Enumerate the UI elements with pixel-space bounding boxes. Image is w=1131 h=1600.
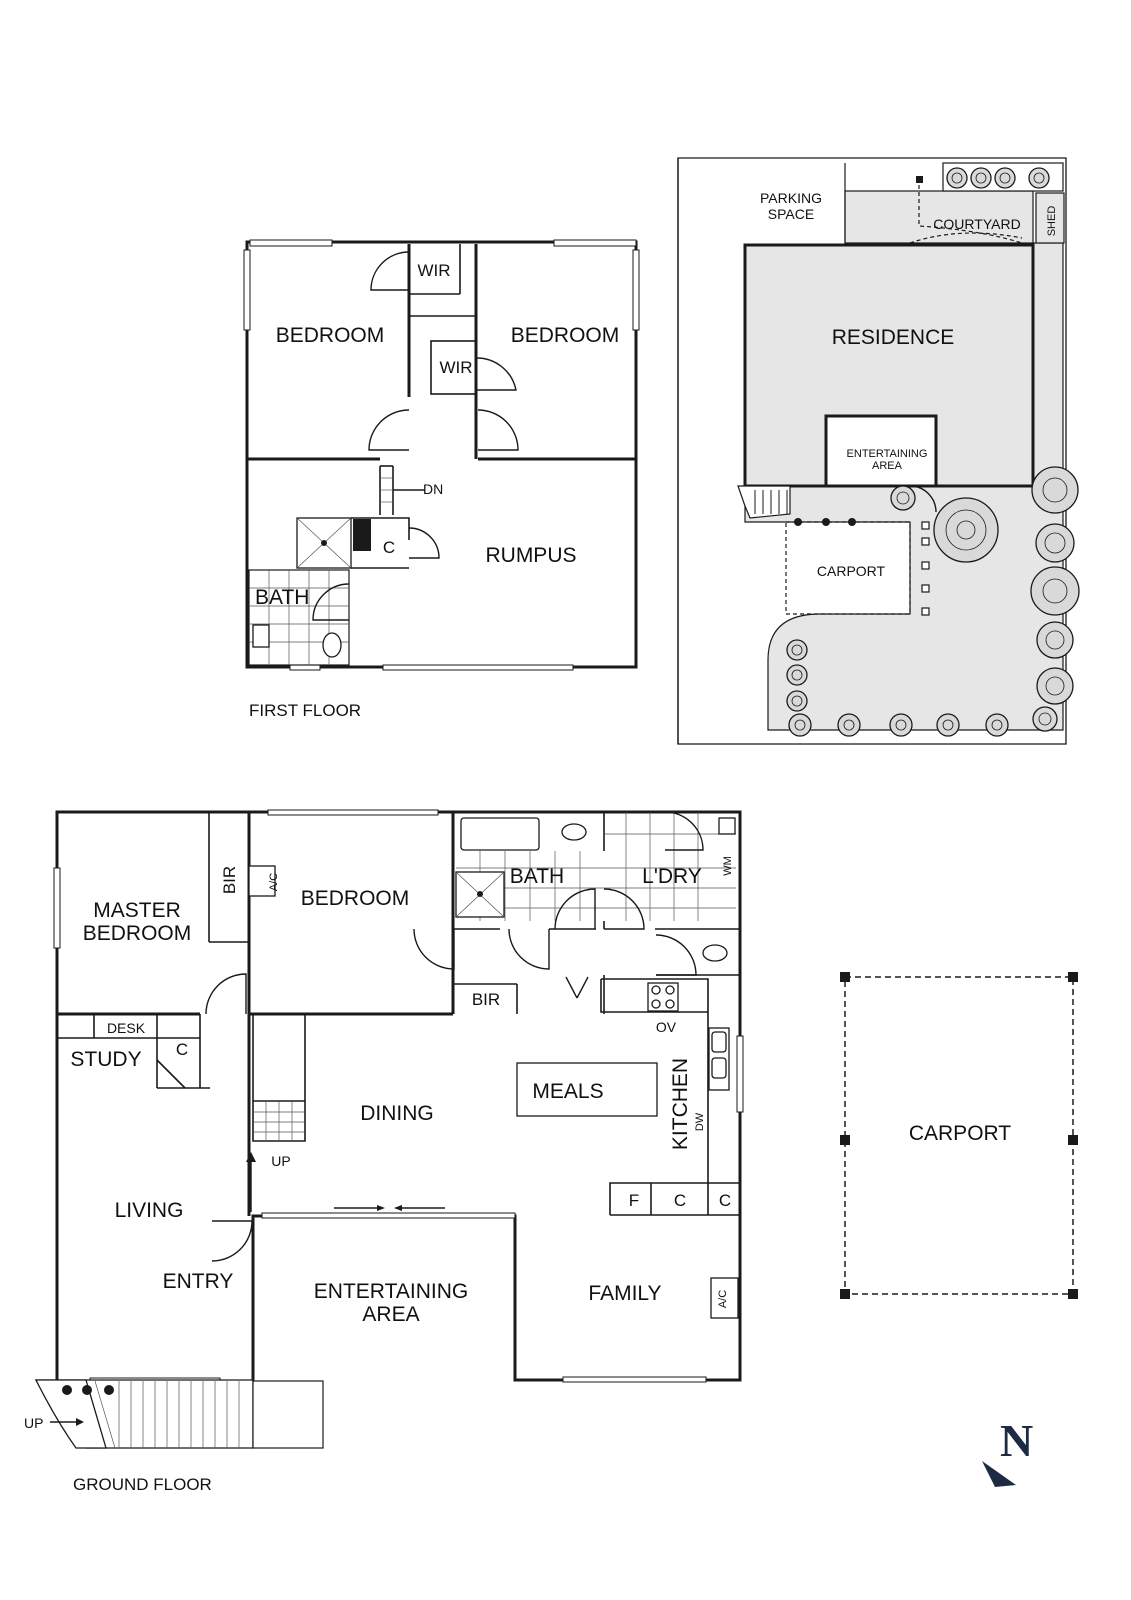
first-floor-plan: BEDROOM BEDROOM WIR WIR RUMPUS BATH C DN… <box>243 239 640 720</box>
room-label-family: FAMILY <box>588 1282 661 1305</box>
shed <box>1035 192 1065 244</box>
site-label-residence: RESIDENCE <box>832 326 955 349</box>
room-label-bedroom: BEDROOM <box>301 887 410 910</box>
room-label-kitchen: KITCHEN <box>669 1058 692 1150</box>
label-cupboard: C <box>674 1191 686 1210</box>
north-arrow: N <box>982 1415 1033 1487</box>
meals-island <box>516 1062 658 1117</box>
room-label-bedroom-right: BEDROOM <box>511 324 620 347</box>
toilet <box>702 944 728 962</box>
window <box>553 239 637 247</box>
ground-floor-caption: GROUND FLOOR <box>73 1475 212 1494</box>
room-label-entertaining: ENTERTAINING <box>314 1280 468 1303</box>
carport-label: CARPORT <box>909 1122 1011 1145</box>
stair-label-up: UP <box>271 1153 290 1169</box>
room-label-laundry: L'DRY <box>642 865 702 888</box>
label-up-front: UP <box>24 1415 43 1431</box>
window <box>289 664 321 671</box>
ground-floor-plan: MASTER BEDROOM BIR A/C BEDROOM BATH L'DR… <box>24 809 744 1494</box>
site-label-entertaining: AREA <box>872 460 903 472</box>
room-label-study: STUDY <box>70 1048 141 1071</box>
site-label-courtyard: COURTYARD <box>933 216 1020 232</box>
site-trees <box>786 167 1080 737</box>
room-label-meals: MEALS <box>532 1080 603 1103</box>
site-posts <box>921 521 930 616</box>
room-label-bath: BATH <box>255 586 309 609</box>
room-label-rumpus: RUMPUS <box>485 544 576 567</box>
site-label-carport: CARPORT <box>817 563 886 579</box>
site-label-parking: SPACE <box>768 206 814 222</box>
room-label-bedroom-left: BEDROOM <box>276 324 385 347</box>
first-floor-bath-tiles <box>248 569 350 666</box>
first-floor-caption: FIRST FLOOR <box>249 701 361 720</box>
bathtub <box>460 817 540 851</box>
detached-carport: CARPORT <box>840 972 1078 1299</box>
window <box>382 664 574 671</box>
window <box>249 239 333 247</box>
label-ac: A/C <box>717 1290 729 1308</box>
window <box>736 1035 744 1113</box>
label-cupboard: C <box>176 1040 188 1059</box>
room-label-entertaining: AREA <box>362 1303 419 1326</box>
site-label-parking: PARKING <box>760 190 822 206</box>
site-plan: PARKING SPACE COURTYARD SHED RESIDENCE E… <box>677 157 1080 745</box>
label-wm: WM <box>722 856 734 876</box>
front-steps <box>34 1379 324 1449</box>
label-dishwasher: DW <box>694 1112 706 1131</box>
room-label-dining: DINING <box>360 1102 434 1125</box>
stair-void <box>353 519 371 551</box>
window <box>243 249 251 331</box>
ground-floor-stair <box>246 1014 306 1212</box>
basin <box>561 823 587 841</box>
room-label-bir: BIR <box>220 866 239 894</box>
room-label-master: BEDROOM <box>83 922 192 945</box>
room-label-cupboard: C <box>383 538 395 557</box>
label-cupboard: C <box>719 1191 731 1210</box>
room-label-bir: BIR <box>472 990 500 1009</box>
room-label-living: LIVING <box>115 1199 184 1222</box>
room-label-bath: BATH <box>510 865 564 888</box>
room-label-wir: WIR <box>417 261 450 280</box>
label-ac: A/C <box>268 873 280 891</box>
north-letter: N <box>1000 1415 1033 1466</box>
window <box>562 1376 707 1383</box>
window <box>632 249 640 331</box>
window <box>261 1212 516 1219</box>
stair-label-down: DN <box>423 481 443 497</box>
window <box>267 809 439 816</box>
window <box>53 867 61 949</box>
site-carport-outline <box>785 521 911 615</box>
room-label-master: MASTER <box>93 899 181 922</box>
room-label-entry: ENTRY <box>163 1270 234 1293</box>
label-desk: DESK <box>107 1020 146 1036</box>
site-label-shed: SHED <box>1046 206 1058 237</box>
label-oven: OV <box>656 1019 677 1035</box>
site-entertaining-area <box>824 414 938 488</box>
site-label-entertaining: ENTERTAINING <box>847 448 928 460</box>
room-label-wir: WIR <box>439 358 472 377</box>
label-fridge: F <box>629 1191 639 1210</box>
north-arrow-icon <box>982 1461 1016 1487</box>
